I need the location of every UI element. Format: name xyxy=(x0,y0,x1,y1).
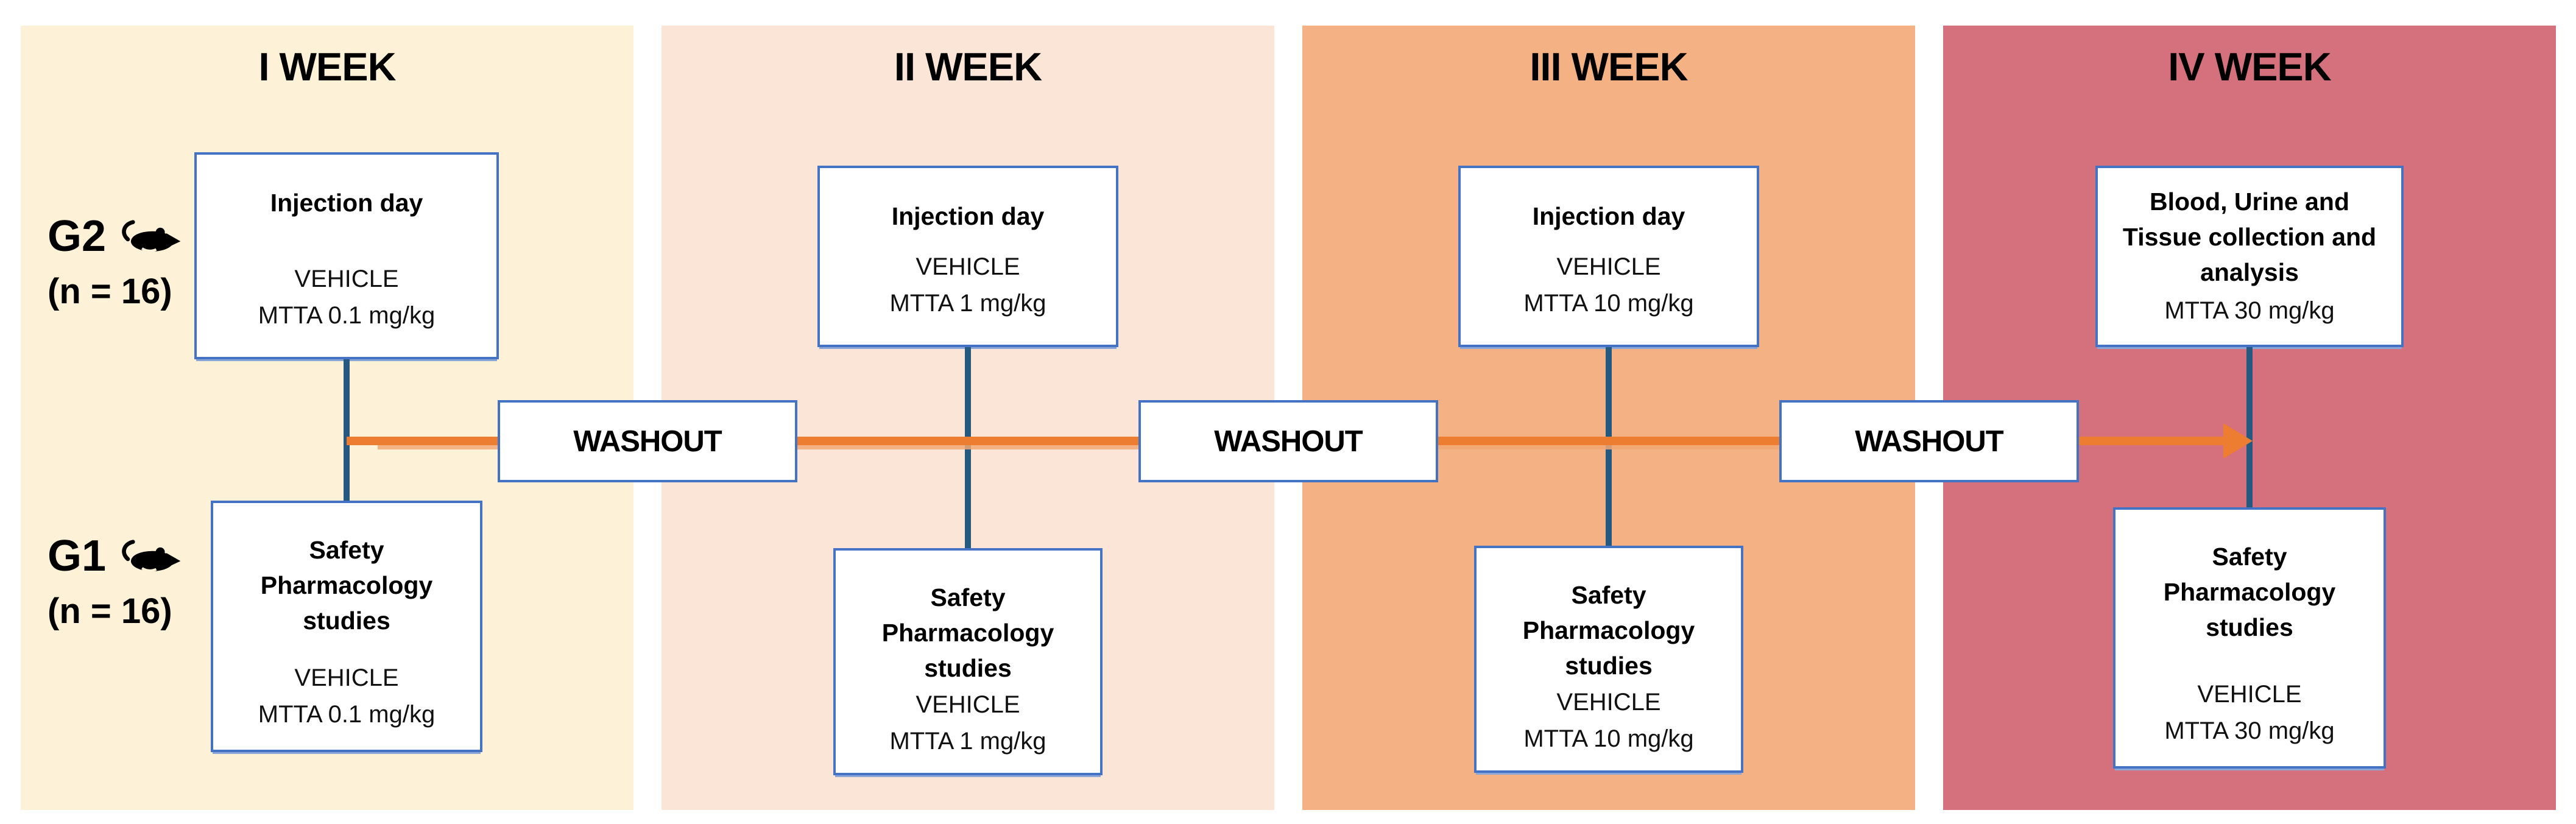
washout-box-1: WASHOUT xyxy=(498,400,797,482)
washout-box-3: WASHOUT xyxy=(1779,400,2079,482)
week4-title: IV WEEK xyxy=(2168,44,2331,89)
week1-injection-dose-line1: VEHICLE xyxy=(294,266,399,292)
week4-collection-heading: Blood, Urine and Tissue collection and a… xyxy=(2122,187,2377,287)
week2-title: II WEEK xyxy=(894,44,1042,89)
week1-safety-box: Safety Pharmacology studies VEHICLE MTTA… xyxy=(211,501,482,752)
week2-injection-box: Injection day VEHICLE MTTA 1 mg/kg xyxy=(817,166,1118,347)
group-g2-label: G2 (n = 16) xyxy=(48,214,182,309)
week4-safety-dose-line1: VEHICLE xyxy=(2197,681,2302,708)
week3-title: III WEEK xyxy=(1530,44,1688,89)
week2-safety-dose: VEHICLE MTTA 1 mg/kg xyxy=(889,686,1046,759)
group-g2-count: (n = 16) xyxy=(48,272,172,311)
rat-icon xyxy=(122,540,181,572)
timeline-arrow-icon xyxy=(2223,423,2253,459)
week4-collection-dose-line1: MTTA 30 mg/kg xyxy=(2164,297,2335,325)
week2-safety-dose-line2: MTTA 1 mg/kg xyxy=(889,727,1046,755)
group-g1-id: G1 xyxy=(48,532,107,580)
group-g1-count: (n = 16) xyxy=(48,591,172,631)
week1-safety-dose-line1: VEHICLE xyxy=(294,664,399,691)
week4-collection-box: Blood, Urine and Tissue collection and a… xyxy=(2095,166,2404,347)
week1-injection-dose: VEHICLE MTTA 0.1 mg/kg xyxy=(258,261,435,334)
rat-icon xyxy=(122,220,181,252)
week2-injection-dose-line2: MTTA 1 mg/kg xyxy=(889,290,1046,317)
week3-injection-dose-line2: MTTA 10 mg/kg xyxy=(1523,290,1694,317)
week1-safety-heading: Safety Pharmacology studies xyxy=(260,536,433,635)
week2-injection-dose: VEHICLE MTTA 1 mg/kg xyxy=(889,248,1046,322)
week1-connector-line xyxy=(344,359,350,501)
week3-safety-dose-line1: VEHICLE xyxy=(1556,688,1661,716)
week1-injection-heading: Injection day xyxy=(270,189,423,217)
group-g1-label: G1 (n = 16) xyxy=(48,534,182,629)
group-g2-id: G2 xyxy=(48,212,107,261)
week1-safety-dose-line2: MTTA 0.1 mg/kg xyxy=(258,701,436,728)
week3-safety-box: Safety Pharmacology studies VEHICLE MTTA… xyxy=(1474,546,1743,773)
week2-safety-box: Safety Pharmacology studies VEHICLE MTTA… xyxy=(833,548,1103,775)
washout-box-2: WASHOUT xyxy=(1138,400,1438,482)
week1-title: I WEEK xyxy=(258,44,396,89)
week3-injection-box: Injection day VEHICLE MTTA 10 mg/kg xyxy=(1458,166,1759,347)
week3-safety-dose: VEHICLE MTTA 10 mg/kg xyxy=(1523,684,1693,757)
week2-injection-dose-line1: VEHICLE xyxy=(916,253,1020,280)
week1-injection-dose-line2: MTTA 0.1 mg/kg xyxy=(258,302,436,329)
week2-safety-heading: Safety Pharmacology studies xyxy=(881,583,1054,683)
week3-injection-dose-line1: VEHICLE xyxy=(1556,253,1661,280)
week4-safety-dose: VEHICLE MTTA 30 mg/kg xyxy=(2164,676,2334,749)
week3-injection-heading: Injection day xyxy=(1532,202,1685,230)
week4-collection-dose: MTTA 30 mg/kg xyxy=(2164,292,2334,329)
week3-safety-heading: Safety Pharmacology studies xyxy=(1522,581,1695,680)
week2-safety-dose-line1: VEHICLE xyxy=(916,691,1020,718)
week3-safety-dose-line2: MTTA 10 mg/kg xyxy=(1523,725,1694,752)
week1-safety-dose: VEHICLE MTTA 0.1 mg/kg xyxy=(258,660,435,733)
week2-injection-heading: Injection day xyxy=(891,202,1045,230)
week3-injection-dose: VEHICLE MTTA 10 mg/kg xyxy=(1523,248,1693,322)
week4-safety-heading: Safety Pharmacology studies xyxy=(2163,543,2336,642)
week4-safety-box: Safety Pharmacology studies VEHICLE MTTA… xyxy=(2113,507,2386,769)
week4-panel: IV WEEK Blood, Urine and Tissue collecti… xyxy=(1943,26,2556,810)
week4-safety-dose-line2: MTTA 30 mg/kg xyxy=(2164,717,2335,744)
week1-injection-box: Injection day VEHICLE MTTA 0.1 mg/kg xyxy=(194,152,499,359)
